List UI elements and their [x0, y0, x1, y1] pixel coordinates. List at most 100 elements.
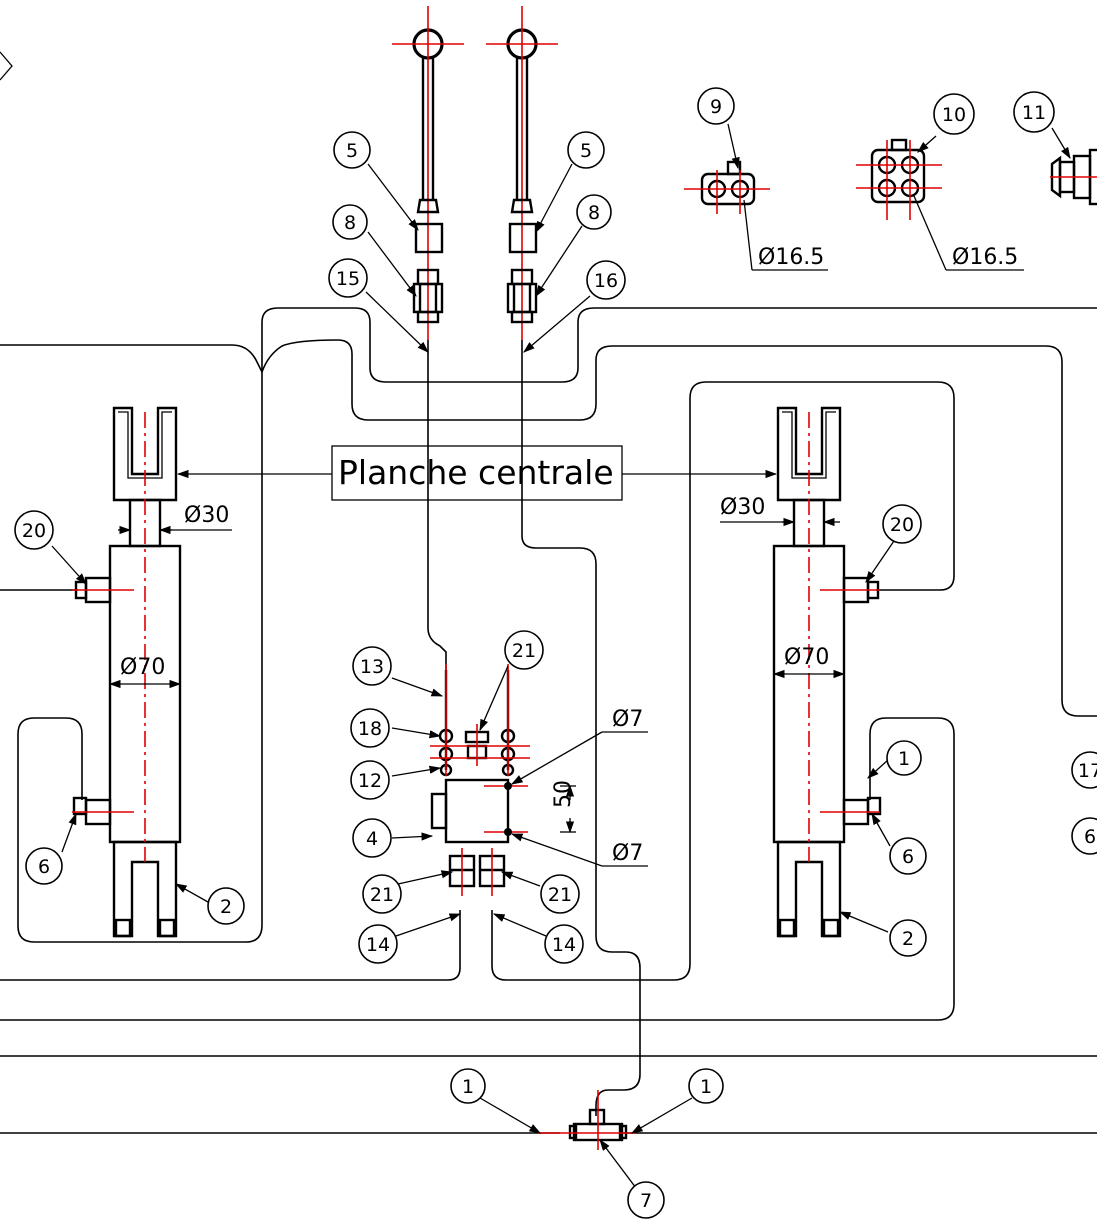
tee-7 — [538, 1090, 636, 1150]
part-5-left — [414, 222, 444, 254]
balloon-label: 20 — [22, 520, 46, 542]
balloon-b5-right: 5 — [567, 131, 605, 169]
balloon-b14-right: 14 — [544, 924, 584, 964]
balloon-label: 6 — [902, 846, 914, 868]
balloon-label: 15 — [336, 268, 360, 290]
balloon-label: 20 — [890, 514, 914, 536]
balloon-b5-left: 5 — [333, 131, 371, 169]
fitting-10 — [856, 138, 942, 220]
balloon-circle — [576, 194, 612, 230]
hose-right-panel-b — [0, 717, 955, 1021]
balloon-label: 2 — [902, 928, 914, 950]
balloon-label: 5 — [346, 140, 358, 162]
balloon-label: 12 — [358, 770, 382, 792]
balloon-label: 6 — [38, 856, 50, 878]
hose-top-loop — [261, 307, 1097, 383]
balloon-circle — [350, 708, 390, 748]
balloon-circle — [450, 1068, 486, 1104]
balloon-b7: 7 — [627, 1181, 665, 1219]
balloon-circle — [586, 260, 626, 300]
balloon-circle — [882, 504, 922, 544]
balloon-label: 10 — [942, 104, 966, 126]
balloon-b11: 11 — [1013, 91, 1055, 133]
hose-16 — [521, 340, 641, 1116]
fitting-11 — [1050, 148, 1097, 206]
balloon-label: 9 — [710, 96, 722, 118]
dim-port-bottom: Ø7 — [612, 841, 643, 866]
balloon-circle — [1013, 91, 1055, 133]
balloon-b1-tee-left: 1 — [450, 1068, 486, 1104]
balloon-b20-left: 20 — [14, 510, 54, 550]
balloon-circle — [328, 258, 368, 298]
balloon-label: 1 — [700, 1076, 712, 1098]
balloon-circle — [362, 874, 402, 914]
dimensions: Ø30 Ø70 Ø30 Ø70 50 Ø7 Ø7 Ø16.5 Ø1 — [0, 51, 1024, 867]
title-box: Planche centrale — [176, 445, 778, 501]
hose-15 — [427, 340, 447, 700]
balloon-label: 4 — [366, 828, 378, 850]
balloon-label: 21 — [370, 884, 394, 906]
balloon-label: 6 — [1084, 826, 1096, 848]
coupler-8-right — [506, 268, 538, 324]
balloon-label: 1 — [462, 1076, 474, 1098]
dim-rod-left: Ø30 — [184, 503, 229, 528]
balloon-b2-right: 2 — [889, 919, 927, 957]
balloon-circle — [889, 919, 927, 957]
balloon-b4: 4 — [352, 818, 392, 858]
dim-rod-right: Ø30 — [720, 495, 765, 520]
balloon-label: 21 — [548, 884, 572, 906]
balloon-circle — [933, 93, 975, 135]
balloon-b10: 10 — [933, 93, 975, 135]
leader-lines — [51, 123, 1071, 1189]
balloon-label: 8 — [588, 202, 600, 224]
cylinder-right — [772, 406, 882, 938]
balloon-label: 11 — [1022, 102, 1046, 124]
balloon-b9: 9 — [697, 87, 735, 125]
balloon-circle — [627, 1181, 665, 1219]
dim-fitting-10: Ø16.5 — [952, 245, 1018, 270]
balloon-circle — [540, 874, 580, 914]
balloon-label: 16 — [594, 270, 618, 292]
balloon-circle — [358, 924, 398, 964]
balloon-circle — [333, 131, 371, 169]
balloon-b13: 13 — [352, 646, 392, 686]
balloon-b16: 16 — [586, 260, 626, 300]
balloon-label: 17 — [1078, 760, 1097, 782]
balloon-b6-edge: 6 — [1071, 817, 1097, 855]
balloon-label: 5 — [580, 140, 592, 162]
balloon-circle — [544, 924, 584, 964]
balloon-b21-bl: 21 — [362, 874, 402, 914]
balloon-b6-right: 6 — [889, 837, 927, 875]
balloon-circle — [332, 204, 368, 240]
balloon-circle — [1071, 817, 1097, 855]
balloon-b15: 15 — [328, 258, 368, 298]
balloon-label: 1 — [898, 748, 910, 770]
dim-body-right: Ø70 — [784, 645, 829, 670]
balloon-circle — [352, 646, 392, 686]
balloon-circle — [25, 847, 63, 885]
balloon-b1-right-cyl: 1 — [886, 740, 922, 776]
balloon-label: 2 — [220, 896, 232, 918]
balloon-b6-left: 6 — [25, 847, 63, 885]
dim-body-left: Ø70 — [120, 655, 165, 680]
balloon-b2-left: 2 — [207, 887, 245, 925]
balloon-label: 14 — [366, 934, 390, 956]
hose-eye-left — [392, 6, 464, 340]
part-5-right — [508, 222, 538, 254]
balloon-b17-edge: 17 — [1071, 751, 1097, 789]
balloon-circle — [688, 1068, 724, 1104]
fitting-9 — [684, 160, 770, 214]
hose-eye-right — [486, 6, 558, 340]
balloon-b21-br: 21 — [540, 874, 580, 914]
balloon-label: 14 — [552, 934, 576, 956]
balloon-circle — [1071, 751, 1097, 789]
balloon-b20-right: 20 — [882, 504, 922, 544]
balloon-b8-left: 8 — [332, 204, 368, 240]
balloon-label: 13 — [360, 656, 384, 678]
balloon-label: 18 — [358, 718, 382, 740]
balloon-b14-left: 14 — [358, 924, 398, 964]
balloon-label: 8 — [344, 212, 356, 234]
cylinder-left — [72, 406, 182, 938]
